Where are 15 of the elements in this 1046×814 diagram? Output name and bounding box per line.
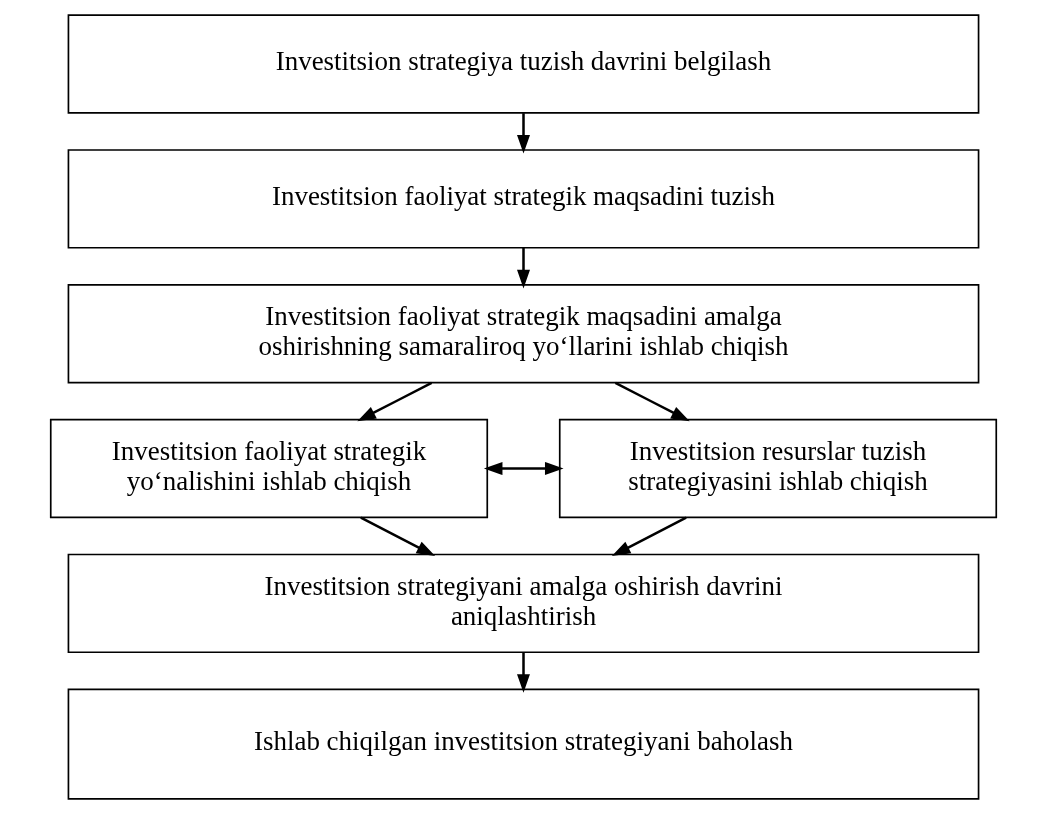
node-box: Investitsion strategiya tuzish davrini belgilash bbox=[67, 14, 979, 114]
arrow bbox=[611, 516, 687, 557]
arrow bbox=[614, 381, 690, 422]
arrow bbox=[516, 652, 530, 693]
arrow bbox=[516, 248, 530, 289]
node-box: Investitsion strategiyani amalga oshirish davrini aniqlashtirish bbox=[67, 553, 979, 654]
arrow bbox=[356, 381, 432, 422]
node-box: Investitsion faoliyat strategik maqsadini tuzish bbox=[67, 149, 979, 249]
node-box: Investitsion resurslar tuzish strategiyasini ishlab chiqish bbox=[558, 418, 997, 519]
arrow bbox=[483, 462, 564, 476]
arrow bbox=[516, 113, 530, 154]
node-box: Ishlab chiqilgan investitsion strategiyani baholash bbox=[67, 688, 979, 800]
node-box: Investitsion faoliyat strategik yo‘nalishini ishlab chiqish bbox=[49, 418, 488, 519]
node-box: Investitsion faoliyat strategik maqsadini amalga oshirishning samaraliroq yo‘llarini ishlab chiqish bbox=[67, 283, 979, 384]
arrow bbox=[359, 516, 435, 557]
